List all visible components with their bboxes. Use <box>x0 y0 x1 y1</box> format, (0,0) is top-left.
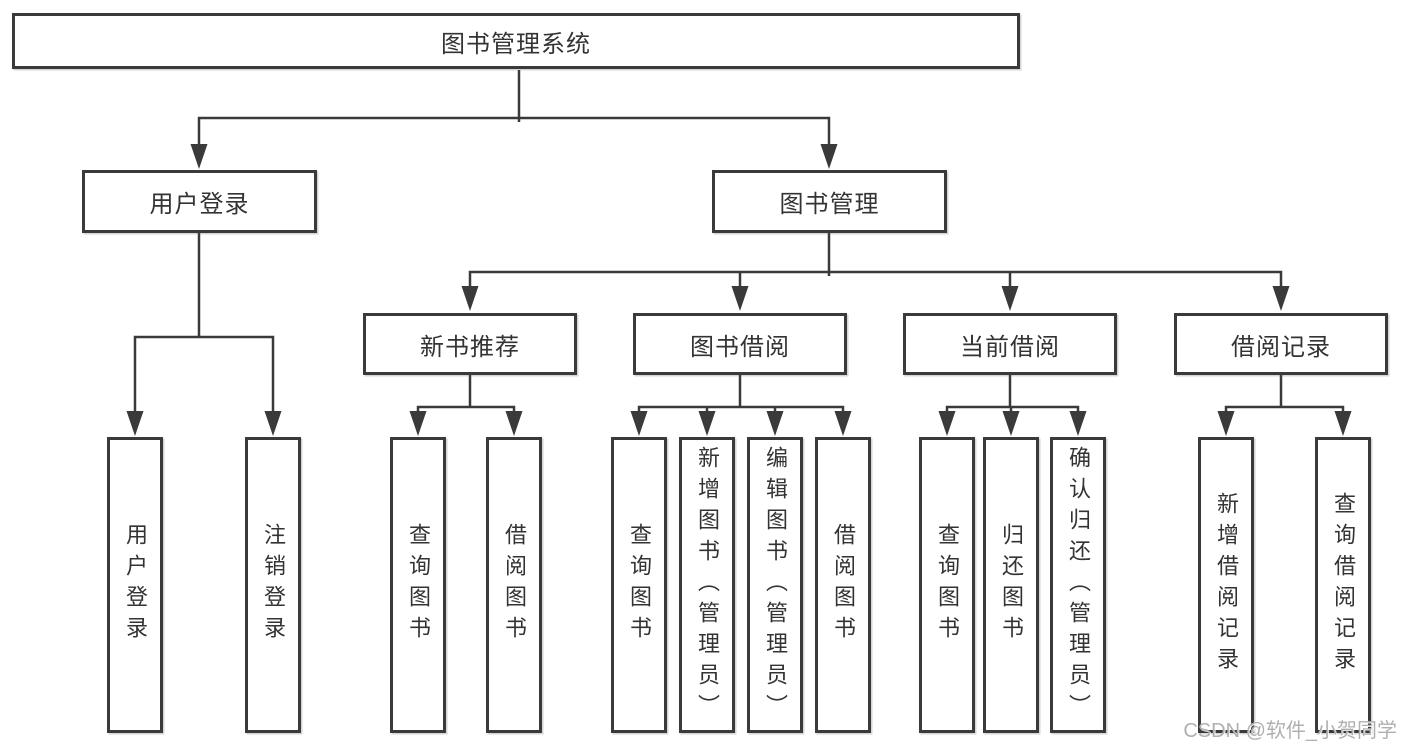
leaf-query-books-borrow: 查询图书 <box>611 437 667 733</box>
leaf-logout: 注销登录 <box>245 437 301 733</box>
edges-borrow-records <box>1217 375 1352 436</box>
leaf-label: 借阅图书 <box>502 523 527 647</box>
leaf-label: 归还图书 <box>999 523 1024 647</box>
leaf-label: 查询图书 <box>935 523 960 647</box>
leaf-label: 确认归还（管理员） <box>1066 445 1091 725</box>
csdn-watermark: CSDN @软件_小贺同学 <box>1183 720 1397 742</box>
leaf-label: 查询图书 <box>627 523 652 647</box>
leaf-return-books: 归还图书 <box>983 437 1039 733</box>
leaf-label: 查询图书 <box>406 523 431 647</box>
edges-root <box>190 70 838 169</box>
node-book-borrow: 图书借阅 <box>633 313 847 375</box>
leaf-add-borrow-record: 新增借阅记录 <box>1198 437 1254 733</box>
edges-new-book-recommend <box>409 375 523 436</box>
leaf-borrow-books-recommend: 借阅图书 <box>486 437 542 733</box>
leaf-label: 注销登录 <box>261 523 286 647</box>
node-label: 用户登录 <box>149 191 250 218</box>
leaf-add-books-admin: 新增图书（管理员） <box>679 437 735 733</box>
node-library-management-system: 图书管理系统 <box>12 13 1020 69</box>
leaf-label: 查询借阅记录 <box>1331 492 1356 678</box>
leaf-borrow-books: 借阅图书 <box>815 437 871 733</box>
edges-current-borrow <box>938 375 1087 436</box>
leaf-query-books-current: 查询图书 <box>919 437 975 733</box>
node-label: 图书管理系统 <box>441 30 591 58</box>
leaf-label: 编辑图书（管理员） <box>763 445 788 725</box>
leaf-edit-books-admin: 编辑图书（管理员） <box>747 437 803 733</box>
node-label: 借阅记录 <box>1231 333 1331 361</box>
node-label: 新书推荐 <box>420 333 520 361</box>
node-borrow-records: 借阅记录 <box>1174 313 1388 375</box>
leaf-label: 新增图书（管理员） <box>695 445 720 725</box>
leaf-query-borrow-record: 查询借阅记录 <box>1315 437 1371 733</box>
leaf-label: 用户登录 <box>123 523 148 647</box>
leaf-confirm-return-admin: 确认归还（管理员） <box>1050 437 1106 733</box>
leaf-label: 借阅图书 <box>831 523 856 647</box>
node-label: 图书管理 <box>779 191 880 218</box>
leaf-query-books-recommend: 查询图书 <box>390 437 446 733</box>
edges-book-management <box>461 233 1290 311</box>
edges-user-login <box>126 233 282 436</box>
leaf-user-login: 用户登录 <box>107 437 163 733</box>
edges-book-borrow <box>630 375 852 436</box>
node-label: 图书借阅 <box>690 333 790 361</box>
leaf-label: 新增借阅记录 <box>1214 492 1239 678</box>
node-label: 当前借阅 <box>960 333 1060 361</box>
node-new-book-recommend: 新书推荐 <box>363 313 577 375</box>
node-book-management: 图书管理 <box>712 170 947 233</box>
node-current-borrow: 当前借阅 <box>903 313 1117 375</box>
node-user-login: 用户登录 <box>82 170 317 233</box>
